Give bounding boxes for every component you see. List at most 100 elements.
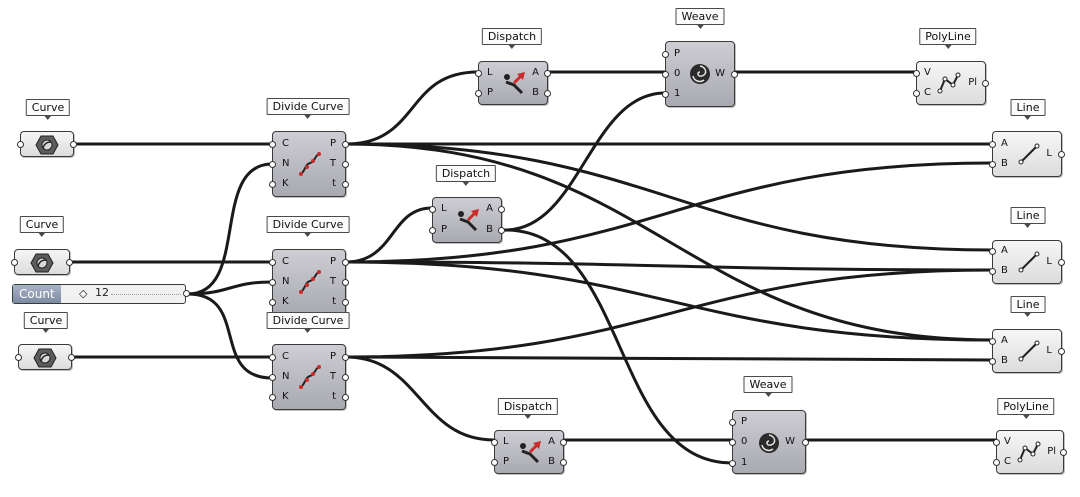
polyline-bot-input-v-port[interactable]	[993, 439, 1000, 446]
count-slider-value: 12	[95, 286, 109, 299]
weave-bot-input-0-port[interactable]	[729, 439, 736, 446]
dispatch-bot-input-p-port[interactable]	[491, 459, 498, 466]
line-component-3[interactable]: A B L	[989, 329, 1065, 373]
curve-tag-3: Curve	[23, 312, 69, 333]
dispatch-bot-input-l-port[interactable]	[491, 439, 498, 446]
line1-output-l-port[interactable]	[1058, 151, 1065, 158]
curve-param-2-output-port[interactable]	[66, 259, 73, 266]
weave-bot-input-p-port[interactable]	[729, 419, 736, 426]
divide1-output-tt-port[interactable]	[342, 181, 349, 188]
count-slider-output-port[interactable]	[183, 290, 190, 297]
divide1-input-c-port[interactable]	[269, 141, 276, 148]
line-component-2[interactable]: A B L	[989, 240, 1065, 284]
line-tag-2: Line	[1010, 207, 1046, 228]
dispatch-top-output-a-port[interactable]	[544, 70, 551, 77]
dispatch-top-input-p-port[interactable]	[475, 90, 482, 97]
line2-output-l-port[interactable]	[1058, 259, 1065, 266]
polyline-bot-input-c-port[interactable]	[993, 459, 1000, 466]
dispatch-top-pin-l: L	[487, 67, 493, 78]
curve-param-1-output-port[interactable]	[70, 141, 77, 148]
polyline-icon	[937, 72, 961, 94]
divide3-input-c-port[interactable]	[269, 354, 276, 361]
weave-tag-top: Weave	[675, 8, 725, 29]
wire-divide2-to-dispatch-mid	[344, 206, 434, 264]
weave-component-bottom[interactable]: P 0 1 W	[729, 410, 809, 474]
divide2-input-k-port[interactable]	[269, 299, 276, 306]
divide1-pin-p: P	[329, 138, 336, 149]
count-slider[interactable]: Count ◇ 12	[12, 284, 190, 304]
divide2-output-tt-port[interactable]	[342, 299, 349, 306]
dispatch-mid-input-l-port[interactable]	[429, 206, 436, 213]
polyline-component-top[interactable]: V C Pl	[913, 61, 989, 105]
divide1-output-t-port[interactable]	[342, 161, 349, 168]
divide-curve-component-3[interactable]: C N K P T t	[269, 344, 349, 410]
count-slider-track[interactable]	[111, 294, 181, 295]
line1-input-b-port[interactable]	[989, 161, 996, 168]
curve-param-2-input-port[interactable]	[11, 259, 18, 266]
dispatch-component-middle[interactable]: L P A B	[429, 197, 505, 243]
weave-top-input-p-port[interactable]	[662, 51, 669, 58]
divide2-output-p-port[interactable]	[342, 259, 349, 266]
polyline-top-input-v-port[interactable]	[913, 70, 920, 77]
line2-pin-a: A	[1001, 245, 1008, 256]
curve-param-1[interactable]	[17, 131, 77, 157]
polyline-top-output-pl-port[interactable]	[982, 80, 989, 87]
polyline-bot-output-pl-port[interactable]	[1060, 449, 1067, 456]
divide3-input-k-port[interactable]	[269, 394, 276, 401]
curve-param-1-input-port[interactable]	[17, 141, 24, 148]
dispatch-top-output-b-port[interactable]	[544, 90, 551, 97]
curve-param-3[interactable]	[15, 344, 75, 370]
polyline-component-bottom[interactable]: V C Pl	[993, 430, 1067, 474]
divide1-output-p-port[interactable]	[342, 141, 349, 148]
dispatch-bot-output-b-port[interactable]	[560, 459, 567, 466]
divide3-pin-t-lower: t	[332, 391, 336, 402]
line1-pin-l: L	[1046, 148, 1052, 159]
polyline-top-input-c-port[interactable]	[913, 90, 920, 97]
weave-top-output-w-port[interactable]	[731, 71, 738, 78]
wire-divide2-to-line3-a	[344, 260, 994, 342]
dispatch-mid-input-p-port[interactable]	[429, 227, 436, 234]
line1-input-a-port[interactable]	[989, 141, 996, 148]
divide3-output-p-port[interactable]	[342, 354, 349, 361]
line2-input-a-port[interactable]	[989, 248, 996, 255]
weave-bot-output-w-port[interactable]	[802, 439, 809, 446]
divide3-output-tt-port[interactable]	[342, 394, 349, 401]
line3-input-b-port[interactable]	[989, 358, 996, 365]
weave-component-top[interactable]: P 0 1 W	[662, 41, 738, 107]
divide2-output-t-port[interactable]	[342, 279, 349, 286]
dispatch-mid-output-a-port[interactable]	[498, 206, 505, 213]
divide-curve-component-2[interactable]: C N K P T t	[269, 249, 349, 315]
divide3-input-n-port[interactable]	[269, 374, 276, 381]
dispatch-mid-output-b-port[interactable]	[498, 227, 505, 234]
dispatch-top-input-l-port[interactable]	[475, 70, 482, 77]
line-component-1[interactable]: A B L	[989, 131, 1065, 177]
dispatch-component-bottom[interactable]: L P A B	[491, 430, 567, 474]
line3-input-a-port[interactable]	[989, 338, 996, 345]
weave-top-input-1-port[interactable]	[662, 91, 669, 98]
dispatch-component-top[interactable]: L P A B	[475, 61, 551, 105]
divide1-input-k-port[interactable]	[269, 181, 276, 188]
divide2-input-n-port[interactable]	[269, 279, 276, 286]
curve-param-2[interactable]	[11, 249, 73, 275]
curve-param-3-output-port[interactable]	[68, 354, 75, 361]
dispatch-mid-pin-p: P	[441, 224, 448, 235]
wire-divide3-to-line3-b	[344, 355, 994, 362]
divide1-pin-k: K	[282, 178, 289, 189]
line-tag-3: Line	[1010, 296, 1046, 317]
divide-curve-component-1[interactable]: C N K P T t	[269, 131, 349, 197]
line1-pin-a: A	[1001, 138, 1008, 149]
count-slider-grip-glyph[interactable]: ◇	[79, 287, 88, 300]
line2-input-b-port[interactable]	[989, 268, 996, 275]
divide2-pin-t-upper: T	[329, 276, 336, 287]
wire-count-to-divide1	[186, 162, 274, 296]
weave-bot-input-1-port[interactable]	[729, 460, 736, 467]
curve-param-3-input-port[interactable]	[15, 354, 22, 361]
weave-top-input-0-port[interactable]	[662, 71, 669, 78]
divide-curve-tag-2: Divide Curve	[266, 216, 350, 237]
divide2-input-c-port[interactable]	[269, 259, 276, 266]
dispatch-bot-output-a-port[interactable]	[560, 439, 567, 446]
curve-param-icon	[35, 135, 59, 155]
line3-output-l-port[interactable]	[1058, 348, 1065, 355]
divide3-output-t-port[interactable]	[342, 374, 349, 381]
divide1-input-n-port[interactable]	[269, 161, 276, 168]
